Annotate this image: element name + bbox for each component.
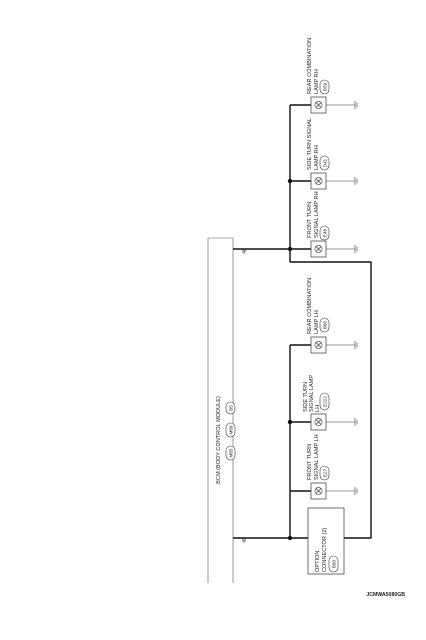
lamp-label: SIDE TURN — [303, 382, 309, 412]
lamp-code: B59 — [323, 82, 328, 91]
splice-node — [287, 246, 293, 252]
lamp-side-turn-rh: SIDE TURN SIGNAL LAMP RH D41 — [307, 118, 358, 190]
option-connector-label-1: OPTION — [315, 551, 321, 572]
bcm-connector-2: M69 — [229, 425, 234, 434]
lamp-rear-combination-lh: REAR COMBINATION LAMP LH B60 — [307, 278, 358, 354]
lamp-label: FRONT TURN — [307, 202, 313, 238]
figure-id: JCMWA5080GB — [366, 592, 405, 598]
lamp-side-turn-lh: SIDE TURN SIGNAL LAMP LH E222 — [303, 375, 358, 431]
lamp-front-turn-lh: FRONT TURN SIGNAL LAMP LH E27 — [307, 434, 358, 500]
bcm-connector-badges: M65 M69 B5 — [225, 401, 236, 461]
bcm-label: BCM (BODY CONTROL MODULE) — [216, 396, 222, 484]
bcm-connector-1: M65 — [229, 448, 234, 457]
bcm-pin-right: 48 — [242, 248, 248, 254]
bcm-pin-left: 49 — [242, 537, 248, 543]
option-connector-label-2: CONNECTOR (2) — [322, 528, 328, 572]
lamp-code: B60 — [323, 320, 328, 329]
bcm-module: BCM (BODY CONTROL MODULE) M65 M69 B5 49 … — [207, 237, 248, 583]
lamp-code: E48 — [323, 228, 328, 237]
lamp-code: E27 — [323, 468, 328, 477]
splice-node — [287, 178, 293, 184]
lamp-code: D41 — [323, 158, 328, 167]
lamp-label: SIDE TURN SIGNAL — [307, 118, 313, 170]
lamp-front-turn-rh: FRONT TURN SIGNAL LAMP RH E48 — [307, 191, 358, 258]
harness-wires — [233, 104, 372, 539]
lamp-label: LAMP LH — [314, 310, 320, 334]
lamp-label: REAR COMBINATION — [307, 38, 313, 94]
option-connector: OPTION CONNECTOR (2) B80 — [307, 507, 345, 575]
lamp-label: LAMP RH — [314, 69, 320, 94]
lamp-label: REAR COMBINATION — [307, 278, 313, 334]
lamp-label: LAMP RH — [314, 145, 320, 170]
splice-nodes — [287, 178, 293, 541]
lamp-label: SIGNAL LAMP — [309, 375, 315, 412]
lamp-code: E222 — [323, 396, 328, 407]
lamp-label: FRONT TURN — [307, 444, 313, 480]
splice-node — [287, 419, 293, 425]
lamp-label: SIGNAL LAMP RH — [314, 191, 320, 238]
bcm-connector-3: B5 — [229, 405, 234, 411]
lamp-rear-combination-rh: REAR COMBINATION LAMP RH B59 — [307, 38, 358, 114]
lamp-label: SIGNAL LAMP LH — [314, 434, 320, 480]
splice-node — [287, 535, 293, 541]
lamp-label: LH — [315, 405, 321, 412]
option-connector-code: B80 — [332, 559, 337, 568]
